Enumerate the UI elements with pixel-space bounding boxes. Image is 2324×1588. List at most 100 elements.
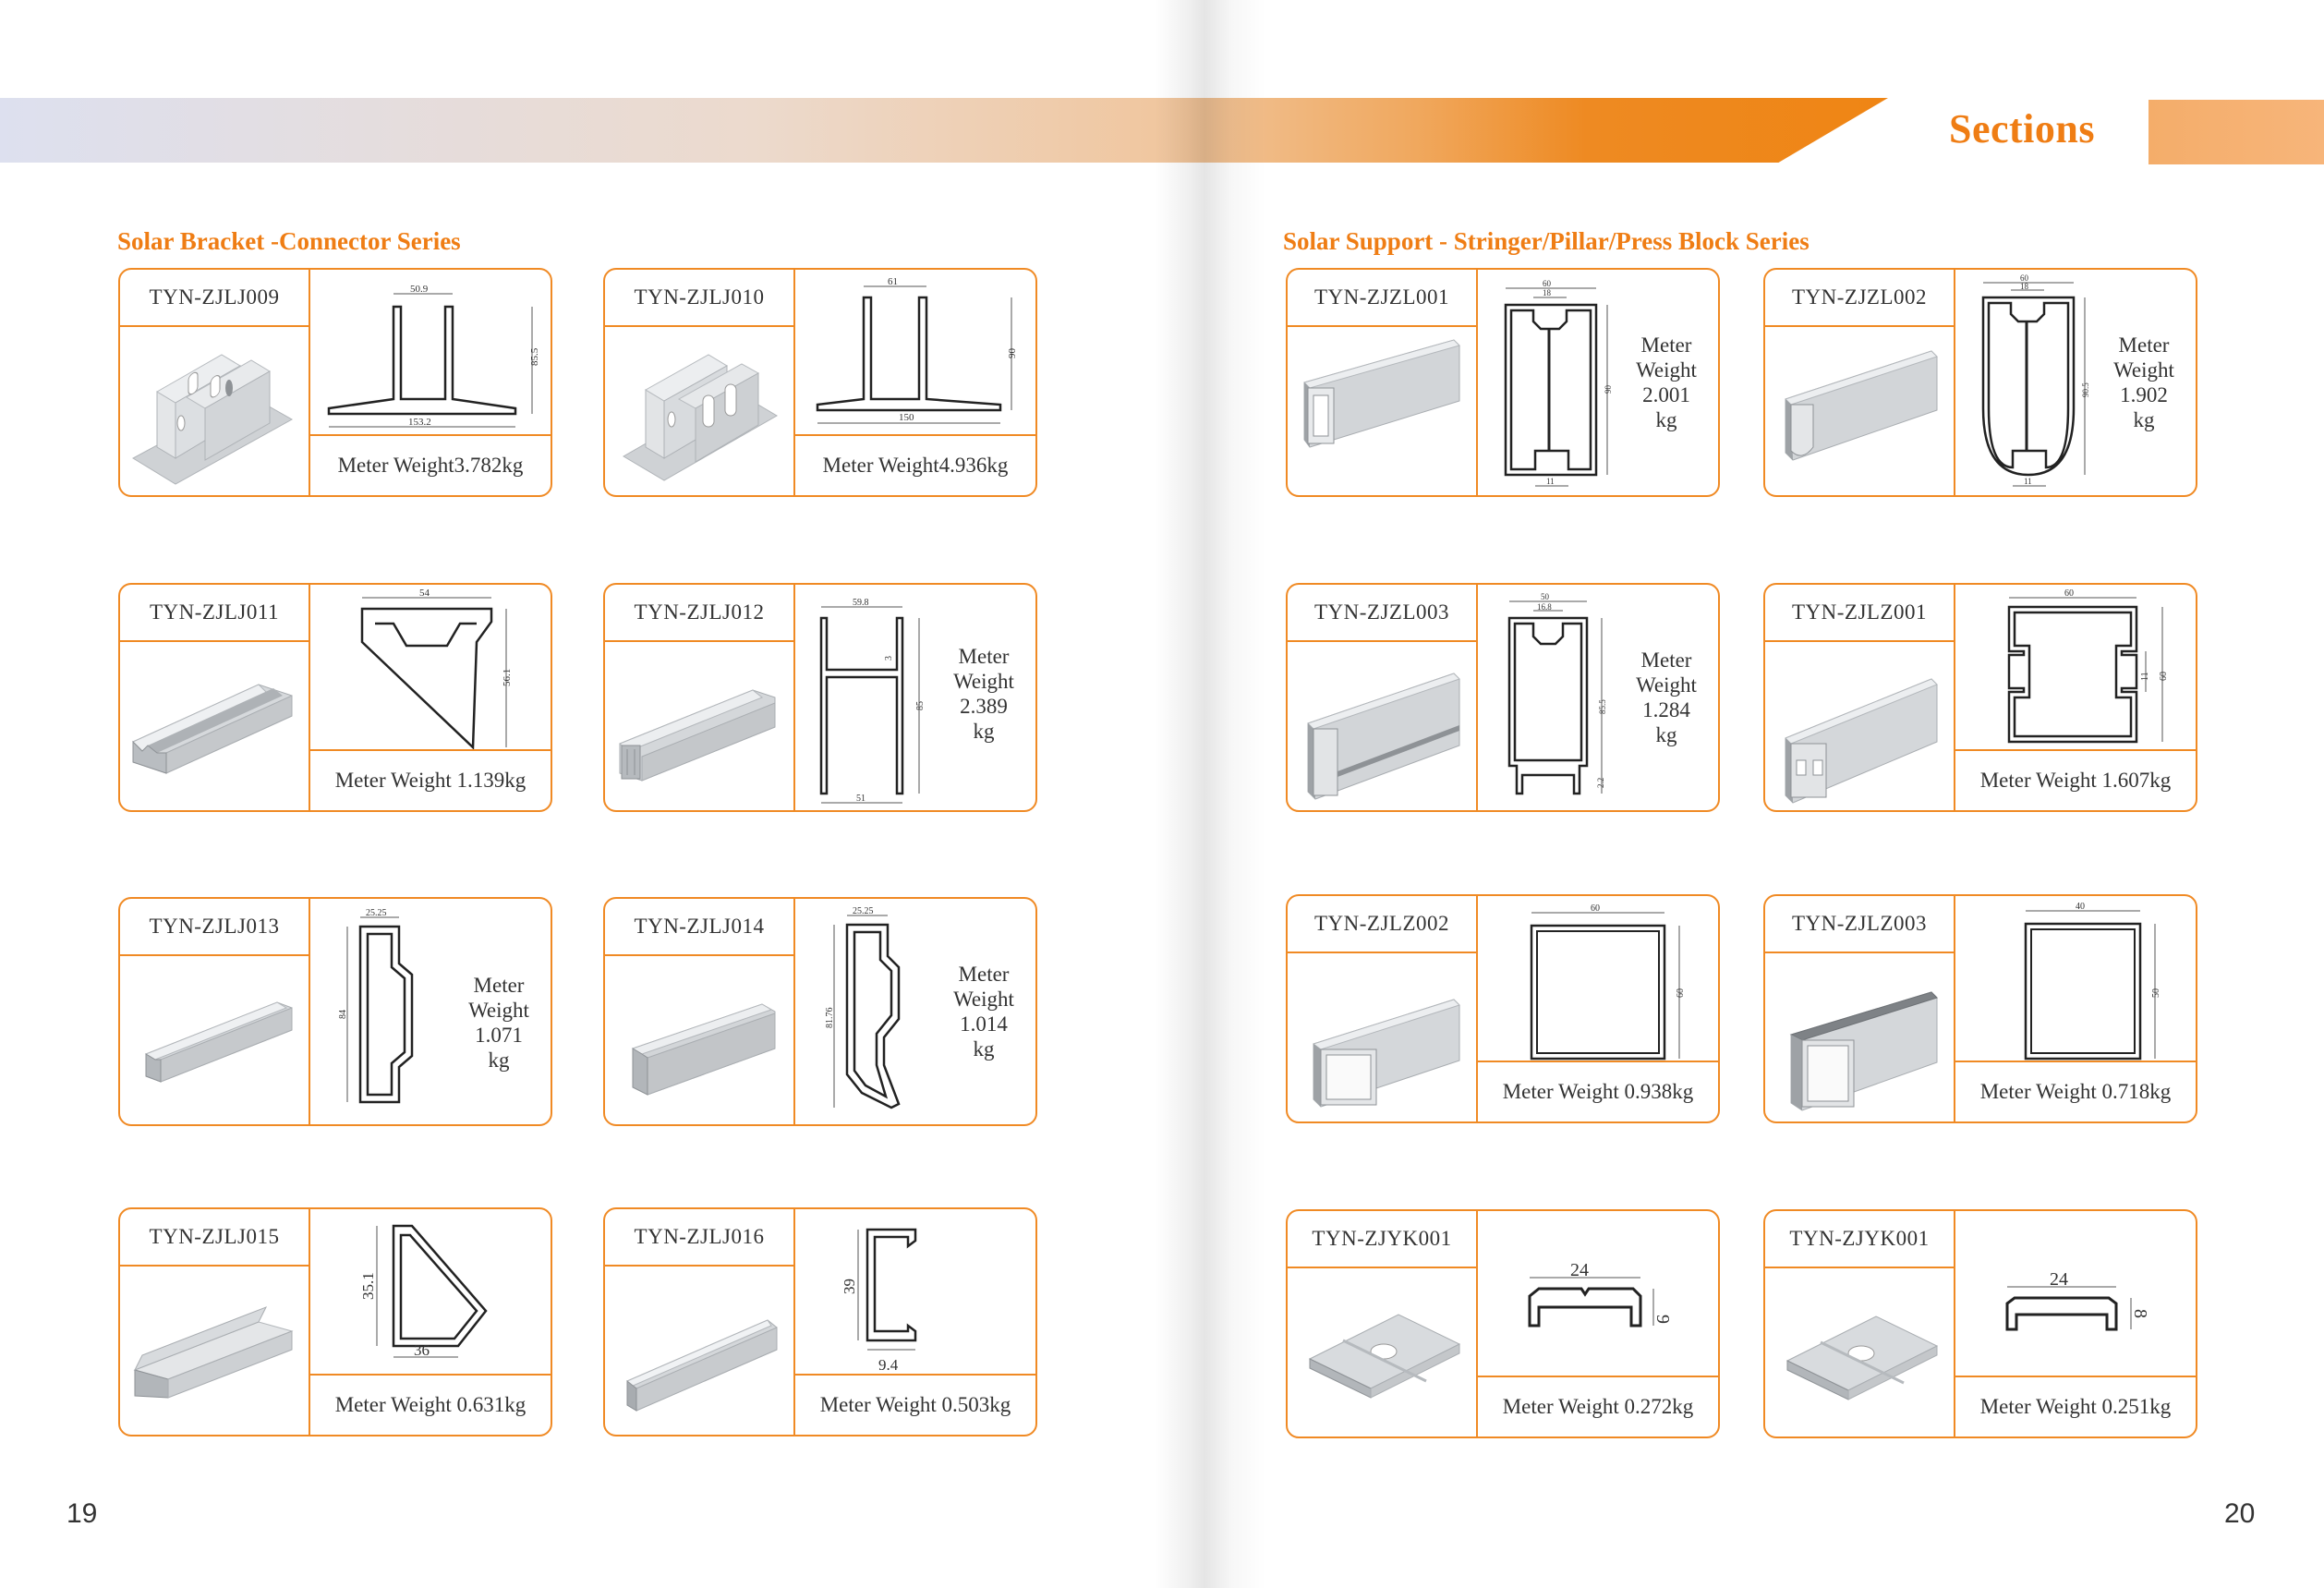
product-code: TYN-ZJLZ003 — [1765, 896, 1955, 953]
dim-label: 60 — [1591, 903, 1600, 914]
product-code: TYN-ZJLZ002 — [1288, 896, 1478, 953]
section-drawing: 59.8 3 85 51 — [795, 585, 934, 810]
product-code: TYN-ZJLJ011 — [120, 585, 310, 642]
product-code: TYN-ZJLJ012 — [605, 585, 795, 642]
dim-label: 81.76 — [825, 1008, 835, 1029]
dim-label: 56.1 — [502, 669, 513, 686]
dim-label: 40 — [2076, 902, 2085, 912]
product-photo — [120, 1267, 310, 1435]
product-card: TYN-ZJLJ013 25.25 84 Meter Weight 1.071 … — [118, 897, 552, 1126]
product-code: TYN-ZJLJ013 — [120, 899, 310, 956]
dim-label: 60 — [2020, 273, 2029, 283]
product-photo — [605, 327, 795, 495]
product-code: TYN-ZJLJ009 — [120, 270, 310, 327]
dim-label: 50.9 — [410, 284, 429, 295]
product-card: TYN-ZJLZ001 60 11 60 Meter Weight 1.607k… — [1763, 583, 2197, 812]
product-card: TYN-ZJLZ002 60 60 Meter Weight 0.938kg — [1286, 894, 1720, 1123]
left-series-title: Solar Bracket -Connector Series — [117, 227, 461, 255]
product-card: TYN-ZJLZ003 40 50 Meter Weight 0.718kg — [1763, 894, 2197, 1123]
meter-weight: Meter Weight 2.001 kg — [1636, 333, 1697, 431]
section-drawing: 50.9 85.5 153.2 — [310, 270, 551, 436]
section-drawing: 24 8 — [1955, 1211, 2196, 1377]
product-photo — [1765, 327, 1955, 495]
dim-label: 25.25 — [853, 906, 874, 916]
product-card: TYN-ZJLJ016 39 9.4 Meter Weight 0.503kg — [603, 1207, 1037, 1436]
meter-weight: Meter Weight 1.014 kg — [953, 963, 1014, 1061]
section-drawing: 60 11 60 — [1955, 585, 2196, 751]
meter-weight: Meter Weight 1.607kg — [1955, 749, 2196, 810]
product-photo — [1765, 642, 1955, 810]
dim-label: 35.1 — [359, 1272, 377, 1300]
section-drawing: 35.1 36 — [310, 1209, 551, 1376]
dim-label: 153.2 — [408, 417, 431, 428]
section-drawing: 50 16.8 85.5 2.2 — [1478, 585, 1616, 810]
product-card: TYN-ZJZL003 50 16.8 85.5 2.2 Meter Weigh… — [1286, 583, 1720, 812]
dim-label: 85.5 — [1598, 699, 1607, 714]
dim-label: 3 — [884, 656, 894, 661]
dim-label: 2.2 — [1596, 778, 1605, 788]
header-band — [0, 98, 1888, 163]
product-code: TYN-ZJLJ016 — [605, 1209, 795, 1267]
product-card: TYN-ZJZL001 60 18 90 11 Meter Weight 2.0… — [1286, 268, 1720, 497]
dim-label: 90.5 — [2081, 382, 2090, 397]
dim-label: 85.5 — [529, 347, 540, 366]
product-photo — [120, 642, 310, 810]
section-drawing: 54 56.1 — [310, 585, 551, 751]
section-drawing: 60 60 — [1478, 896, 1718, 1062]
meter-weight: Meter Weight 1.139kg — [310, 749, 551, 810]
dim-label: 60 — [1676, 988, 1686, 998]
product-code: TYN-ZJZL003 — [1288, 585, 1478, 642]
product-code: TYN-ZJZL001 — [1288, 270, 1478, 327]
product-card: TYN-ZJLJ011 54 56.1 Meter Weight 1.139kg — [118, 583, 552, 812]
meter-weight: Meter Weight 1.902 kg — [2113, 333, 2174, 431]
meter-weight: Meter Weight 0.718kg — [1955, 1061, 2196, 1121]
dim-label: 24 — [2050, 1269, 2068, 1290]
product-card: TYN-ZJZL002 60 18 90.5 11 Meter Weight 1… — [1763, 268, 2197, 497]
section-drawing: 60 18 90.5 11 — [1955, 270, 2094, 495]
dim-label: 150 — [899, 412, 914, 423]
product-card: TYN-ZJYK001 24 8 Meter Weight 0.251kg — [1763, 1209, 2197, 1438]
product-code: TYN-ZJYK001 — [1288, 1211, 1478, 1268]
product-photo — [120, 327, 310, 495]
dim-label: 18 — [2020, 282, 2029, 291]
dim-label: 59.8 — [853, 598, 869, 608]
dim-label: 24 — [1570, 1260, 1589, 1280]
product-code: TYN-ZJLZ001 — [1765, 585, 1955, 642]
dim-label: 11 — [1546, 477, 1555, 486]
product-card: TYN-ZJLJ012 59.8 3 85 51 Meter Weight 2.… — [603, 583, 1037, 812]
dim-label: 61 — [888, 276, 898, 287]
dim-label: 51 — [856, 794, 865, 804]
product-code: TYN-ZJLJ014 — [605, 899, 795, 956]
dim-label: 36 — [414, 1341, 430, 1359]
product-code: TYN-ZJLJ015 — [120, 1209, 310, 1267]
sections-title: Sections — [1949, 106, 2095, 152]
product-photo — [605, 956, 795, 1124]
section-drawing: 25.25 81.76 — [795, 899, 934, 1124]
dim-label: 60 — [2159, 672, 2169, 681]
section-drawing: 39 9.4 — [795, 1209, 1035, 1376]
meter-weight: Meter Weight3.782kg — [310, 434, 551, 495]
dim-label: 50 — [1541, 592, 1550, 601]
product-photo — [120, 956, 310, 1124]
dim-label: 8 — [2130, 1309, 2150, 1318]
dim-label: 90 — [1007, 348, 1018, 359]
product-photo — [605, 642, 795, 810]
product-card: TYN-ZJLJ009 50.9 85.5 153.2 Meter Weight… — [118, 268, 552, 497]
product-card: TYN-ZJLJ010 61 90 150 Meter Weight4.936k… — [603, 268, 1037, 497]
meter-weight: Meter Weight 0.251kg — [1955, 1376, 2196, 1436]
meter-weight: Meter Weight 0.631kg — [310, 1374, 551, 1435]
meter-weight: Meter Weight 0.938kg — [1478, 1061, 1718, 1121]
product-code: TYN-ZJZL002 — [1765, 270, 1955, 327]
dim-label: 16.8 — [1537, 602, 1552, 612]
dim-label: 9.4 — [878, 1356, 899, 1374]
meter-weight: Meter Weight 1.284 kg — [1636, 649, 1697, 746]
meter-weight: Meter Weight4.936kg — [795, 434, 1035, 495]
dim-label: 11 — [2140, 672, 2150, 681]
page-number-right: 20 — [2224, 1498, 2256, 1529]
meter-weight: Meter Weight 2.389 kg — [953, 645, 1014, 743]
product-photo — [1765, 1268, 1955, 1436]
meter-weight: Meter Weight 0.272kg — [1478, 1376, 1718, 1436]
section-drawing: 61 90 150 — [795, 270, 1035, 436]
product-card: TYN-ZJLJ015 35.1 36 Meter Weight 0.631kg — [118, 1207, 552, 1436]
dim-label: 39 — [841, 1279, 858, 1294]
